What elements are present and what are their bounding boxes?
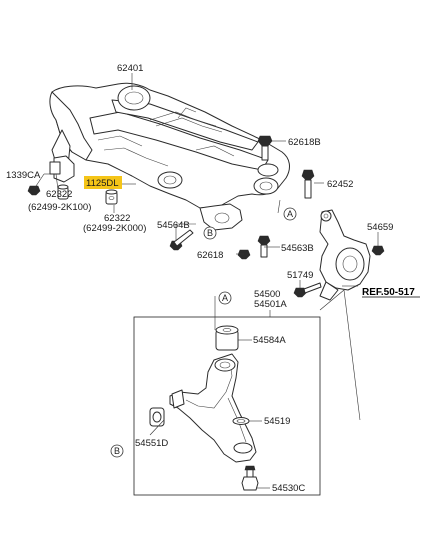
marker-a-top: A [283,207,297,221]
bolt-62618B [257,135,273,161]
label-62618B: 62618B [288,137,321,148]
bushing-54551D [149,407,165,427]
label-54501A: 54501A [254,299,287,310]
marker-a-bottom: A [218,291,232,305]
svg-text:A: A [222,293,228,303]
subframe-crossmember [49,82,290,231]
steering-knuckle [319,209,371,301]
svg-text:A: A [287,209,293,219]
bushing-54584A [215,325,239,351]
svg-text:B: B [114,446,120,456]
ball-joint-54530C [241,465,259,491]
label-51749: 51749 [287,270,313,281]
retainer-54519 [232,417,250,425]
label-1339CA: 1339CA [6,170,41,181]
bolt-51749 [293,282,322,298]
nut-54659 [371,245,385,256]
label-54564B: 54564B [157,220,190,231]
label-54563B: 54563B [281,243,314,254]
leader-lines [33,73,379,489]
label-54500: 54500 [254,289,280,300]
label-62618: 62618 [197,250,223,261]
bolt-54564B [169,229,194,251]
label-62401: 62401 [117,63,143,74]
label-62322-right: 62322 [104,213,130,224]
nut-1339CA [27,185,41,196]
label-62322-left-alt: (62499-2K100) [28,202,91,213]
bolt-54563B [257,235,271,258]
nut-62618 [237,249,251,260]
lower-arm-assembly-box [133,316,321,496]
label-62322-right-alt: (62499-2K000) [83,223,146,234]
lower-control-arm [169,353,257,463]
marker-b-top: B [203,226,217,240]
bushing-62322-left [57,184,69,200]
svg-text:B: B [207,228,213,238]
label-62452: 62452 [327,179,353,190]
label-62322-left: 62322 [46,189,72,200]
label-54530C: 54530C [272,483,305,494]
label-1125DL: 1125DL [86,178,119,189]
label-54551D: 54551D [135,438,168,449]
label-54519: 54519 [264,416,290,427]
label-54659: 54659 [367,222,393,233]
label-54584A: 54584A [253,335,286,346]
bolt-62452 [301,169,315,199]
highlight-1125DL [84,176,122,189]
bushing-62322-right [105,189,118,205]
marker-b-bottom: B [110,444,124,458]
label-ref-50-517: REF.50-517 [362,287,415,298]
